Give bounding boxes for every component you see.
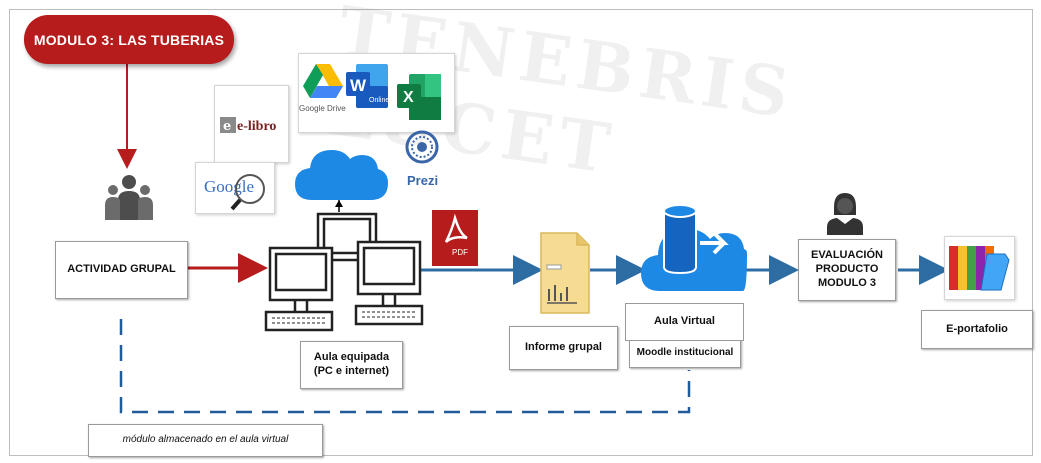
evaluacion-box: EVALUACIÓN PRODUCTO MODULO 3: [798, 239, 896, 301]
actividad-grupal-box: ACTIVIDAD GRUPAL: [55, 241, 188, 299]
elibro-card: e e-libro: [214, 85, 289, 163]
google-label: Google: [204, 177, 255, 196]
evaluator-person-icon: [827, 193, 863, 235]
evaluacion-line2: PRODUCTO: [815, 263, 879, 276]
prezi-label: Prezi: [407, 173, 439, 188]
aula-equipada-line1: Aula equipada: [313, 351, 390, 364]
svg-text:W: W: [350, 76, 367, 95]
evaluacion-line1: EVALUACIÓN: [811, 249, 883, 262]
aula-virtual-label: Aula Virtual: [654, 315, 715, 328]
magnifier-icon: [230, 174, 265, 211]
portfolio-binders-icon: [949, 246, 1010, 291]
module-title: MODULO 3: LAS TUBERIAS: [24, 15, 234, 64]
acrobat-icon: [444, 213, 468, 243]
pdf-label: PDF: [452, 248, 468, 257]
eportafolio-label: E-portafolio: [946, 322, 1008, 335]
cloud-database-icon: [641, 203, 747, 291]
storage-dashed-line: [119, 319, 691, 414]
svg-text:X: X: [403, 89, 414, 106]
almacenado-label: módulo almacenado en el aula virtual: [122, 434, 289, 446]
google-drive-label: Google Drive: [299, 104, 346, 113]
aula-virtual-box: Aula Virtual: [625, 303, 744, 341]
computers-icon: [264, 212, 424, 332]
document-report-icon: [540, 232, 590, 314]
pdf-icon: PDF: [432, 210, 478, 266]
cloud-icon: [295, 150, 388, 200]
aula-equipada-box: Aula equipada (PC e internet): [300, 341, 403, 389]
svg-text:e: e: [223, 119, 231, 134]
elibro-label: e-libro: [237, 119, 277, 134]
elibro-logo-icon: e: [220, 117, 236, 134]
aula-equipada-line2: (PC e internet): [313, 365, 390, 377]
moodle-label: Moodle institucional: [636, 346, 734, 358]
informe-grupal-label: Informe grupal: [524, 341, 602, 354]
evaluacion-line3: MODULO 3: [817, 276, 877, 289]
group-people-icon: [105, 175, 153, 220]
word-online-label: Online: [369, 97, 390, 104]
google-drive-icon: [303, 64, 343, 98]
eportafolio-box: E-portafolio: [921, 310, 1033, 349]
excel-icon: X: [397, 74, 441, 120]
informe-grupal-box: Informe grupal: [509, 326, 618, 370]
actividad-grupal-label: ACTIVIDAD GRUPAL: [67, 263, 176, 276]
prezi-icon: [405, 130, 439, 164]
word-online-icon: W: [346, 64, 388, 108]
google-card: Google: [195, 162, 275, 214]
almacenado-box: módulo almacenado en el aula virtual: [88, 424, 323, 457]
